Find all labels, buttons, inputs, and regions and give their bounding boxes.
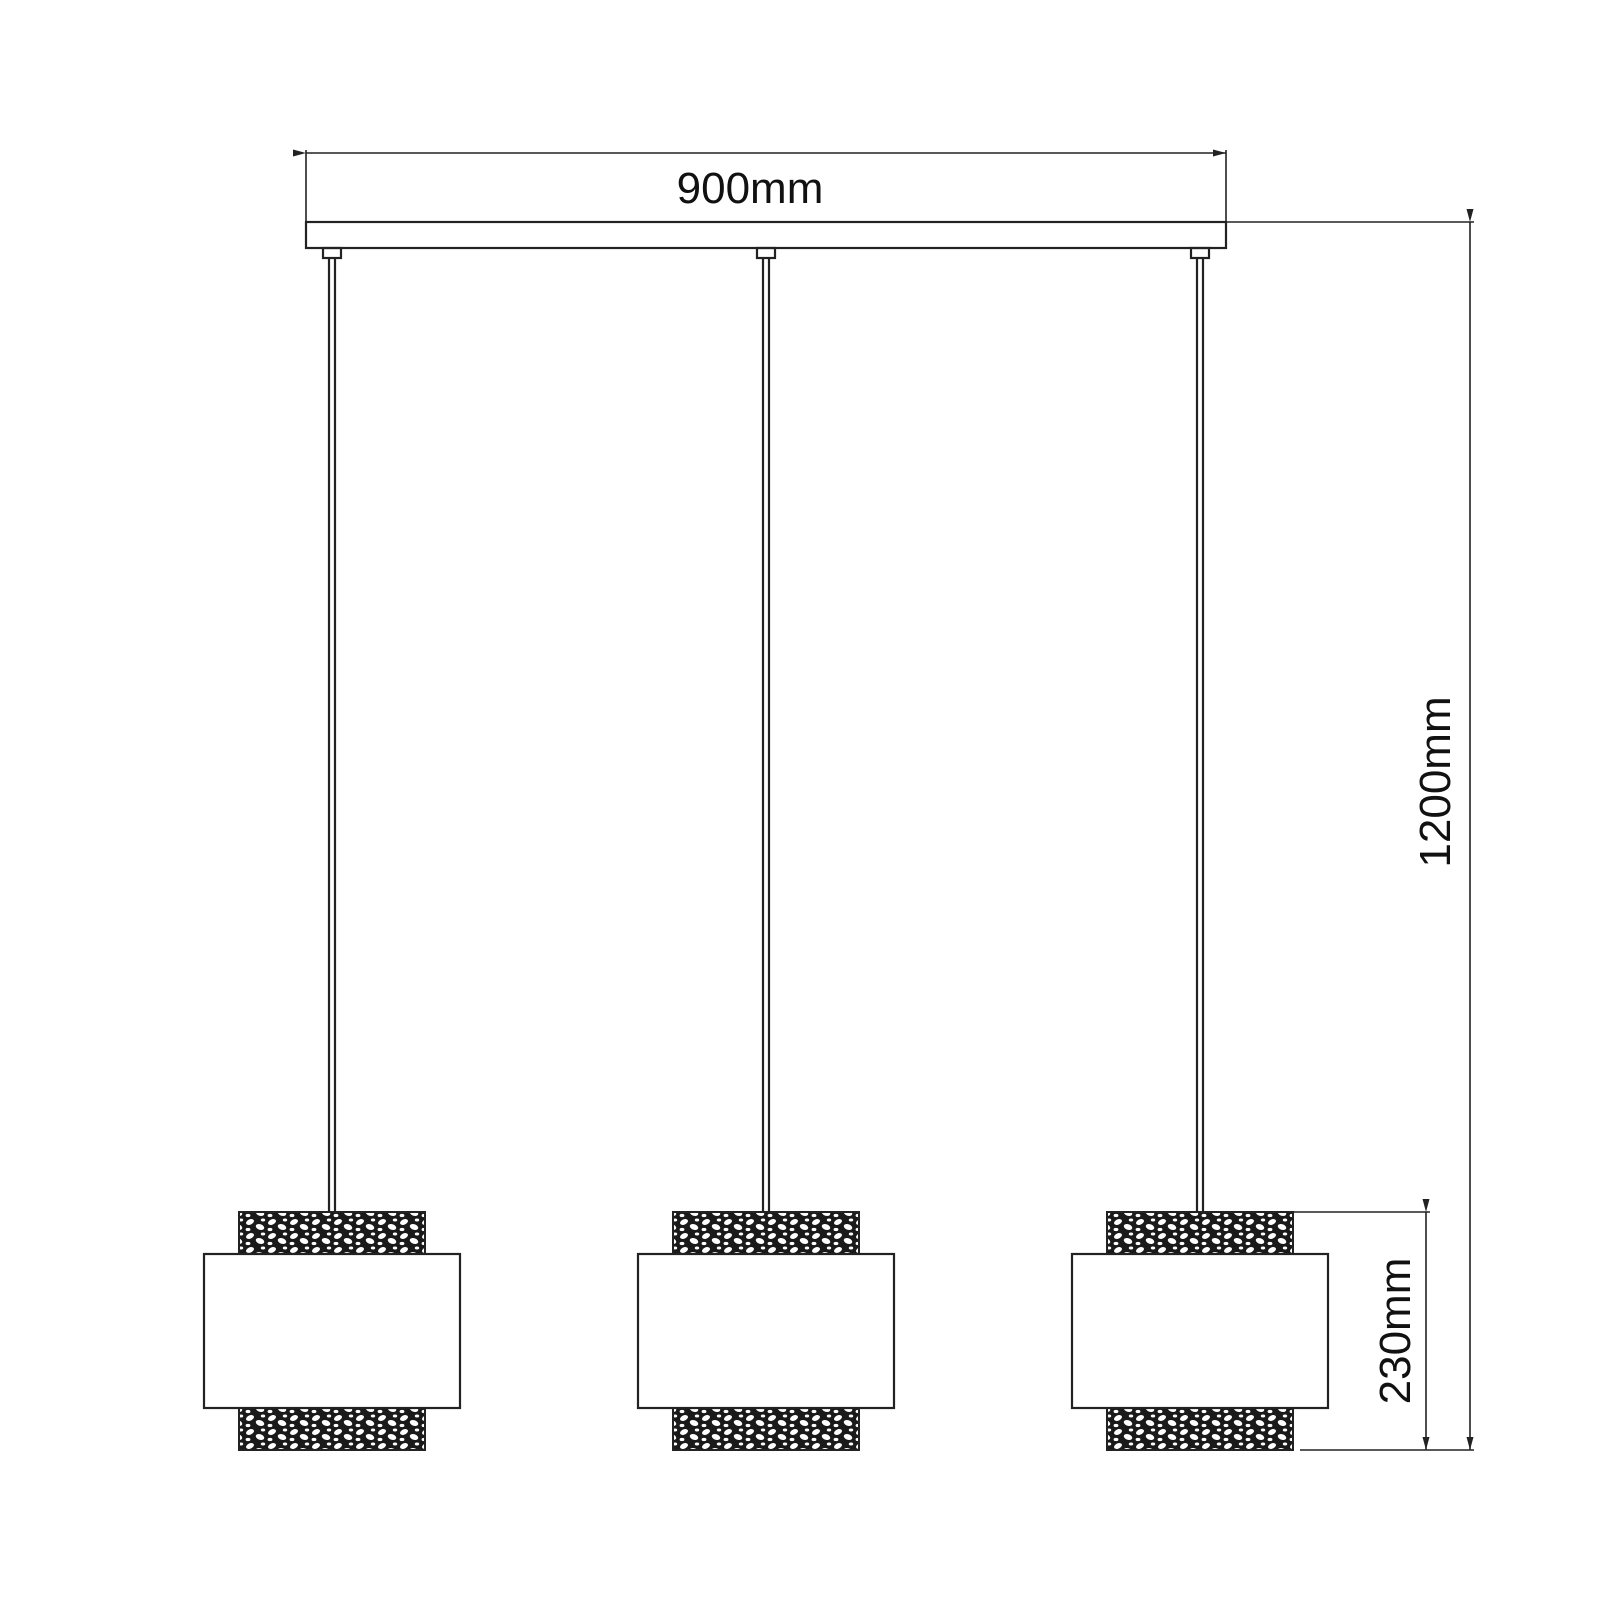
perforated-band-bottom: [1106, 1407, 1294, 1451]
perforated-band-bottom: [238, 1407, 426, 1451]
height-label: 1200mm: [1411, 696, 1460, 867]
cord-grip: [755, 246, 777, 260]
shade-height-dimension: 230mm: [1290, 1199, 1430, 1450]
height-dimension: 1200mm: [1226, 209, 1474, 1451]
perforated-band-top: [672, 1211, 860, 1255]
pendant-left: [202, 246, 462, 1451]
canopy-bar: [304, 220, 1228, 250]
fabric-shade: [636, 1252, 896, 1410]
width-label: 900mm: [677, 164, 824, 213]
width-dimension: 900mm: [293, 149, 1227, 222]
pendant-center: [636, 246, 896, 1451]
cord-grip: [321, 246, 343, 260]
perforated-band-bottom: [672, 1407, 860, 1451]
cord-grip: [1189, 246, 1211, 260]
perforated-band-top: [1106, 1211, 1294, 1255]
pendant-right: [1070, 246, 1330, 1451]
shade-height-label: 230mm: [1371, 1258, 1420, 1405]
fabric-shade: [202, 1252, 462, 1410]
fabric-shade: [1070, 1252, 1330, 1410]
perforated-band-top: [238, 1211, 426, 1255]
